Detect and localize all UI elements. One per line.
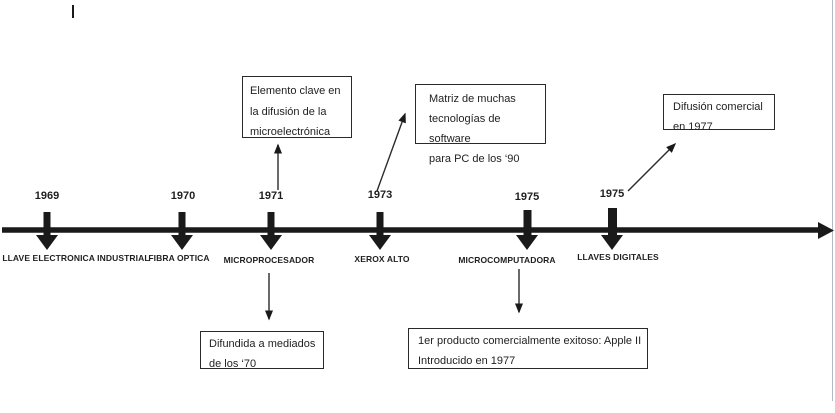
year-label-1975a: 1975 <box>514 191 540 203</box>
event-label-microprocesador: MICROPROCESADOR <box>223 255 315 265</box>
year-label-1971: 1971 <box>258 190 284 202</box>
event-label-microcomputadora: MICROCOMPUTADORA <box>458 255 556 265</box>
callout-microcomputadora-bottom[interactable]: 1er producto comercialmente exitoso: App… <box>408 328 648 369</box>
event-marker-arrow-1975a[interactable] <box>516 210 538 250</box>
callout-microprocesador-top[interactable]: Elemento clave en la difusión de la micr… <box>242 76 352 138</box>
year-label-1970: 1970 <box>170 190 196 202</box>
event-marker-arrow-1973[interactable] <box>369 212 391 250</box>
page-edge-line <box>831 0 833 401</box>
text-cursor <box>71 5 74 18</box>
event-label-llave-electronica: LLAVE ELECTRONICA INDUSTRIAL <box>2 253 150 263</box>
event-label-xerox-alto: XEROX ALTO <box>354 254 410 264</box>
event-marker-arrow-1971[interactable] <box>260 212 282 250</box>
event-marker-arrow-1975b[interactable] <box>601 208 623 250</box>
callout-llaves-top[interactable]: Difusión comercial en 1977 <box>663 94 775 133</box>
year-label-1975b: 1975 <box>599 188 625 200</box>
year-label-1969: 1969 <box>34 190 60 202</box>
timeline-axis[interactable] <box>2 222 834 239</box>
connector-1973-to-callout[interactable] <box>376 112 406 192</box>
event-label-llaves-digitales: LLAVES DIGITALES <box>577 252 659 262</box>
axis-arrowhead-icon <box>818 222 834 239</box>
event-marker-arrow-1969[interactable] <box>36 212 58 250</box>
callout-microprocesador-bottom[interactable]: Difundida a mediados de los ‘70 <box>200 331 324 370</box>
year-label-1973: 1973 <box>367 189 393 201</box>
event-marker-arrow-1970[interactable] <box>171 212 193 250</box>
event-label-fibra-optica: FIBRA OPTICA <box>148 253 210 263</box>
connector-1975b-to-callout[interactable] <box>627 142 677 192</box>
callout-xerox-top[interactable]: Matriz de muchas tecnologías de software… <box>415 84 546 165</box>
